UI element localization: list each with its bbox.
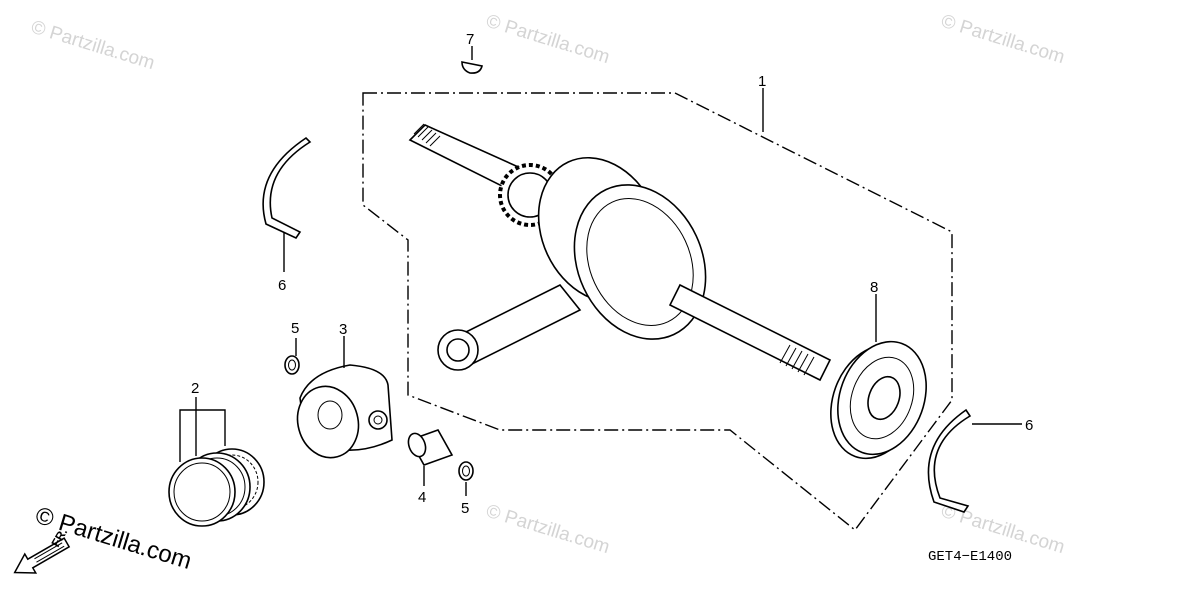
callout-6a: 6	[278, 277, 286, 294]
watermark: © Partzilla.com	[484, 11, 613, 69]
callout-7: 7	[466, 31, 474, 48]
piston-pin-clip-lower	[458, 461, 474, 481]
locating-ring-right	[927, 408, 972, 513]
piston	[296, 364, 393, 459]
diagram-code: GET4−E1400	[928, 549, 1012, 565]
front-arrow-icon	[13, 537, 71, 574]
callout-6b: 6	[1025, 417, 1033, 434]
oil-seal	[830, 340, 927, 460]
woodruff-key	[461, 61, 483, 74]
callout-2: 2	[191, 380, 199, 397]
callout-4: 4	[418, 489, 426, 506]
piston-pin-clip-upper	[284, 355, 300, 375]
callout-8: 8	[870, 279, 878, 296]
callout-5b: 5	[461, 500, 469, 517]
callout-3: 3	[339, 321, 347, 338]
watermark: © Partzilla.com	[484, 501, 613, 559]
locating-ring-left	[262, 136, 312, 240]
crankshaft	[408, 123, 832, 382]
assembly-outline	[362, 92, 953, 531]
watermark: © Partzilla.com	[939, 11, 1068, 69]
callout-1: 1	[758, 73, 766, 90]
piston-pin	[407, 429, 454, 466]
callout-5a: 5	[291, 320, 299, 337]
piston-ring-set	[168, 448, 265, 527]
watermark: © Partzilla.com	[29, 17, 158, 75]
